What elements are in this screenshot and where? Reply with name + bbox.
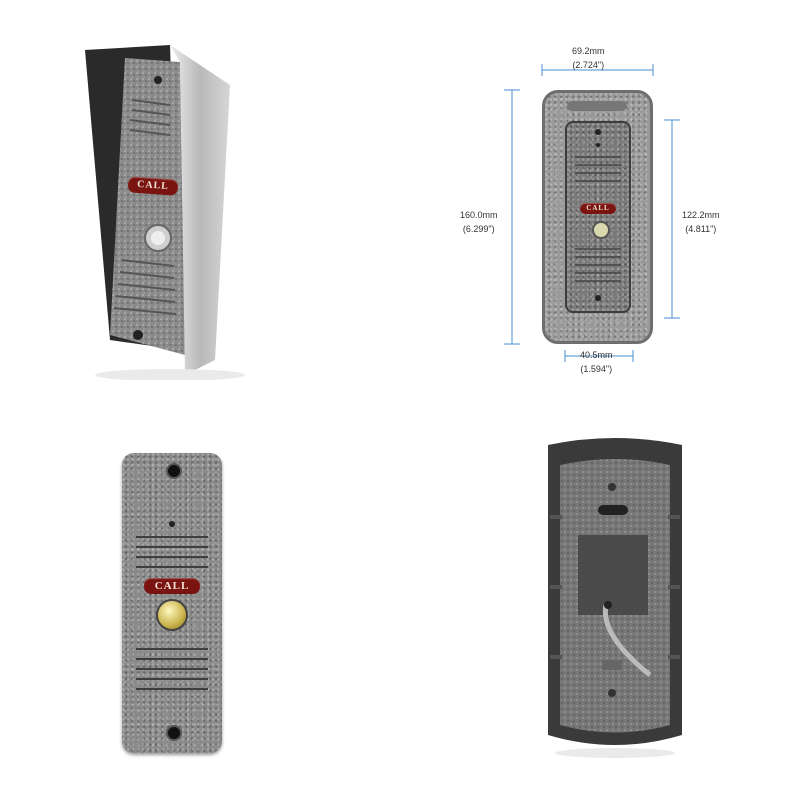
width-in: (2.724") xyxy=(572,60,605,70)
call-label-angled: CALL xyxy=(127,176,179,196)
dimension-view: CALL 69.2mm (2.724") 160.0mm (6.299") 12… xyxy=(440,40,770,380)
panel-width-label: 40.5mm (1.594") xyxy=(580,348,613,376)
doorbell-back-illustration xyxy=(548,438,682,758)
top-slot xyxy=(567,101,627,111)
call-button xyxy=(156,599,188,631)
front-view-photo: CALL xyxy=(122,453,222,753)
dimension-lines xyxy=(504,64,680,362)
inner-panel: CALL xyxy=(565,121,631,313)
panel-height-mm: 122.2mm xyxy=(682,210,720,220)
screw-top-icon xyxy=(166,463,182,479)
camera-icon xyxy=(169,521,175,527)
height-in: (6.299") xyxy=(462,224,495,234)
call-label-dimension: CALL xyxy=(580,203,616,214)
speaker-grooves xyxy=(136,536,208,568)
speaker-grooves xyxy=(575,156,621,182)
width-label: 69.2mm (2.724") xyxy=(572,44,605,72)
panel-width-mm: 40.5mm xyxy=(580,350,613,360)
mic-grooves xyxy=(575,248,621,282)
screw-top-icon xyxy=(595,129,601,135)
height-mm: 160.0mm xyxy=(460,210,498,220)
width-mm: 69.2mm xyxy=(572,46,605,56)
camera-icon xyxy=(596,143,600,147)
screw-bottom-icon xyxy=(595,295,601,301)
mic-grooves xyxy=(136,648,208,690)
panel-width-in: (1.594") xyxy=(580,364,613,374)
call-button xyxy=(592,221,610,239)
panel-height-in: (4.811") xyxy=(685,224,717,234)
call-label-front: CALL xyxy=(144,578,200,594)
panel-height-label: 122.2mm (4.811") xyxy=(682,208,720,236)
height-label: 160.0mm (6.299") xyxy=(460,208,498,236)
screw-bottom-icon xyxy=(166,725,182,741)
doorbell-angled-illustration xyxy=(85,45,245,381)
angled-view-photo: CALL xyxy=(70,30,250,381)
doorbell-front-outline: CALL xyxy=(542,90,653,344)
back-view-photo xyxy=(540,435,690,765)
